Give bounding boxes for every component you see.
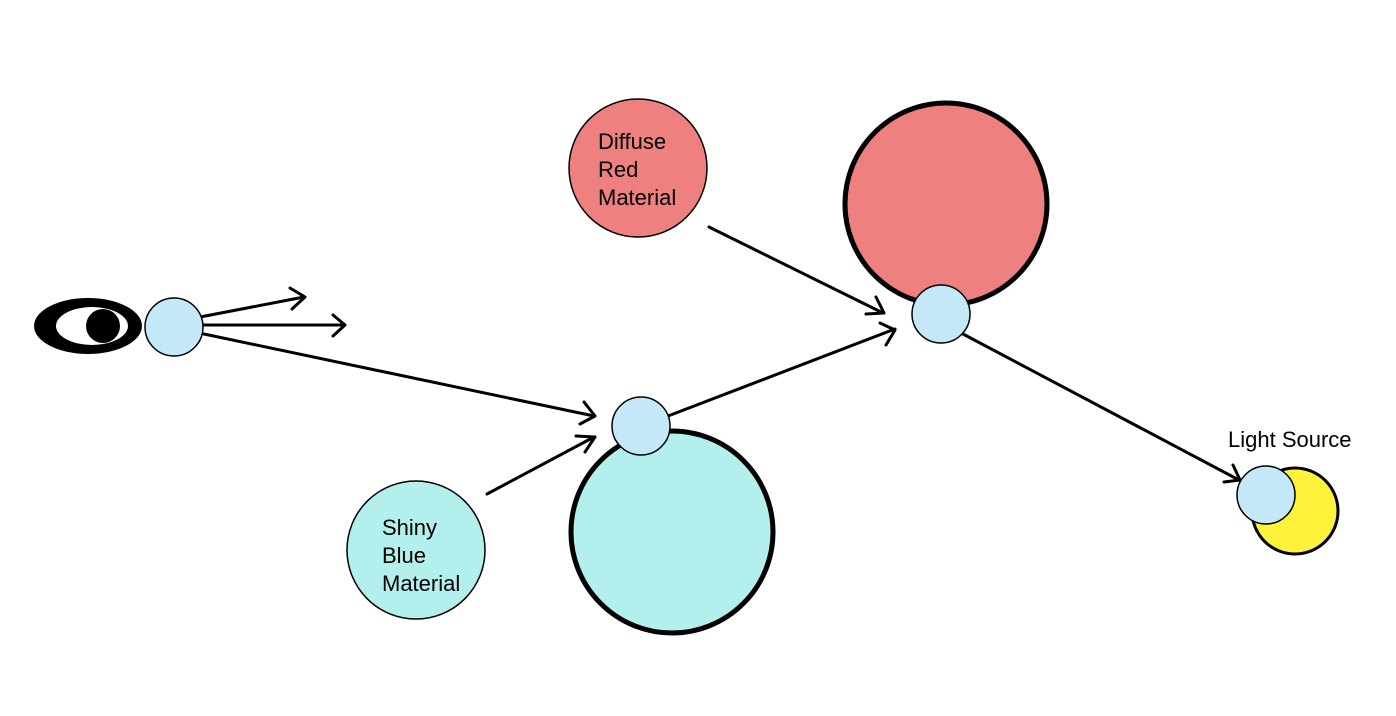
shiny-blue-label-line3: Material <box>382 571 460 596</box>
ray-eye-straight <box>198 313 347 338</box>
eye-icon <box>34 298 142 354</box>
shiny-blue-legend: Shiny Blue Material <box>346 480 486 620</box>
diffuse-red-label-line1: Diffuse <box>598 129 666 154</box>
red-sphere <box>842 100 1050 308</box>
ray-eye-upper <box>198 286 307 319</box>
ray-red-to-light <box>961 332 1242 484</box>
red-hit-point <box>911 284 971 344</box>
arrow-blue-label <box>485 434 597 496</box>
shiny-blue-label-line2: Blue <box>382 543 426 568</box>
shiny-blue-label-line1: Shiny <box>382 515 437 540</box>
ray-blue-to-red <box>666 321 897 418</box>
diffuse-red-legend: Diffuse Red Material <box>568 98 708 238</box>
arrow-red-label <box>707 225 886 316</box>
ray-origin-point <box>144 297 204 357</box>
ray-eye-to-blue <box>202 332 597 426</box>
diffuse-red-label-line2: Red <box>598 157 638 182</box>
diffuse-red-swatch <box>568 98 708 238</box>
light-source-label: Light Source <box>1228 427 1352 452</box>
light-hit-point <box>1236 465 1296 525</box>
diffuse-red-label-line3: Material <box>598 185 676 210</box>
blue-sphere <box>568 428 776 636</box>
shiny-blue-swatch <box>346 480 486 620</box>
blue-hit-point <box>611 396 671 456</box>
